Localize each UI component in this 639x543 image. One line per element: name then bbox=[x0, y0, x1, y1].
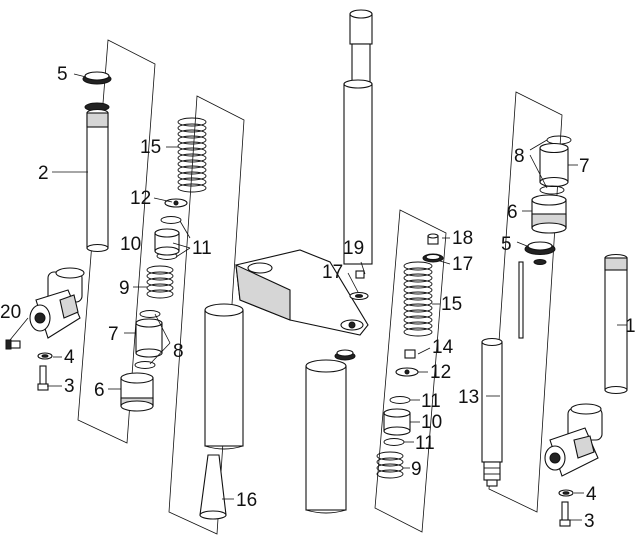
callout-4-right: 4 bbox=[586, 484, 597, 505]
part-3-screw-right bbox=[559, 501, 571, 527]
part-13-damper-rod bbox=[481, 261, 524, 487]
callout-18: 18 bbox=[452, 228, 473, 249]
callout-9-left: 9 bbox=[119, 278, 130, 299]
part-16-dust-boot bbox=[199, 454, 227, 520]
part-8-clip-bottom-left bbox=[134, 361, 156, 369]
axle-holder-left bbox=[29, 267, 85, 339]
part-6-sleeve-right bbox=[531, 194, 567, 234]
right-internals bbox=[481, 135, 572, 487]
callout-1: 1 bbox=[625, 316, 636, 337]
callout-17-right: 17 bbox=[452, 254, 473, 275]
callout-7-right: 7 bbox=[579, 156, 590, 177]
part-6-sleeve-left bbox=[120, 372, 154, 412]
callout-6-left: 6 bbox=[94, 380, 105, 401]
left-fork-leg bbox=[5, 71, 112, 391]
left-internals bbox=[120, 117, 207, 412]
callout-2: 2 bbox=[38, 163, 49, 184]
part-15-spring-left bbox=[177, 117, 207, 193]
part-8-clip-bottom-right bbox=[539, 185, 565, 195]
callout-5-right: 5 bbox=[501, 234, 512, 255]
part-12-spring-seat-right bbox=[395, 367, 419, 377]
part-8-clip-top-right bbox=[546, 135, 572, 145]
part-17-washer-right bbox=[422, 253, 444, 263]
callout-3-right: 3 bbox=[584, 511, 595, 532]
part-10-bush-left bbox=[154, 228, 180, 256]
callout-19: 19 bbox=[343, 238, 364, 259]
callout-14: 14 bbox=[432, 337, 454, 358]
part-5-seal-left bbox=[82, 71, 112, 112]
callout-20: 20 bbox=[0, 302, 21, 323]
center-left-tube bbox=[204, 303, 244, 450]
callout-4-left: 4 bbox=[64, 347, 75, 368]
callout-labels: 5 2 20 4 3 15 12 10 11 9 7 8 6 16 19 17 … bbox=[0, 64, 636, 532]
callout-8-left: 8 bbox=[173, 341, 184, 362]
callout-10-right: 10 bbox=[421, 412, 442, 433]
right-center-internals bbox=[376, 233, 444, 479]
callout-9-right: 9 bbox=[411, 459, 422, 480]
part-17-washer-center bbox=[349, 291, 369, 301]
part-4-washer-right bbox=[558, 489, 574, 497]
part-15-spring-right bbox=[403, 261, 433, 337]
callout-17-center: 17 bbox=[322, 262, 343, 283]
part-11-clip-right-bottom bbox=[383, 438, 405, 446]
steering-stem bbox=[343, 9, 373, 265]
part-7-bush-left bbox=[135, 318, 163, 358]
part-12-spring-seat-left bbox=[164, 198, 188, 208]
axle-holder-right bbox=[544, 403, 603, 477]
part-9-spring-small-right bbox=[376, 451, 404, 479]
part-14-nut bbox=[404, 349, 416, 359]
part-9-spring-small-left bbox=[146, 265, 174, 299]
part-19-nut bbox=[355, 270, 365, 279]
callout-6-right: 6 bbox=[507, 202, 518, 223]
callout-13: 13 bbox=[458, 387, 479, 408]
part-18-cap bbox=[427, 233, 439, 245]
part-8-clip-top-left bbox=[139, 310, 161, 318]
part-2-outer-tube-left bbox=[86, 108, 109, 253]
callout-12-right: 12 bbox=[430, 362, 451, 383]
leader-lines bbox=[9, 73, 627, 521]
seal-near-crown bbox=[334, 349, 356, 361]
part-20-bolt bbox=[5, 339, 21, 350]
callout-5-left: 5 bbox=[57, 64, 68, 85]
callout-11-left: 11 bbox=[192, 238, 212, 259]
part-11-clip-right-top bbox=[389, 396, 411, 404]
part-1-outer-tube-right bbox=[604, 253, 628, 395]
callout-16: 16 bbox=[236, 490, 257, 511]
callout-12-left: 12 bbox=[130, 188, 151, 209]
part-7-bush-right bbox=[539, 142, 569, 188]
part-5-seal-right bbox=[524, 241, 556, 265]
callout-11-right-bottom: 11 bbox=[415, 433, 435, 454]
callout-10-left: 10 bbox=[120, 234, 141, 255]
callout-3-left: 3 bbox=[64, 376, 75, 397]
callout-15-right: 15 bbox=[441, 294, 462, 315]
part-3-screw-left bbox=[37, 365, 49, 391]
right-fork-leg bbox=[544, 253, 628, 527]
fork-crown bbox=[235, 249, 369, 336]
callout-8-right: 8 bbox=[514, 146, 525, 167]
part-4-washer-left bbox=[37, 352, 53, 360]
callout-11-right-top: 11 bbox=[421, 391, 441, 412]
part-10-bush-right bbox=[383, 408, 411, 436]
center-right-tube bbox=[305, 359, 347, 514]
callout-15-left: 15 bbox=[140, 137, 161, 158]
callout-7-left: 7 bbox=[108, 324, 119, 345]
